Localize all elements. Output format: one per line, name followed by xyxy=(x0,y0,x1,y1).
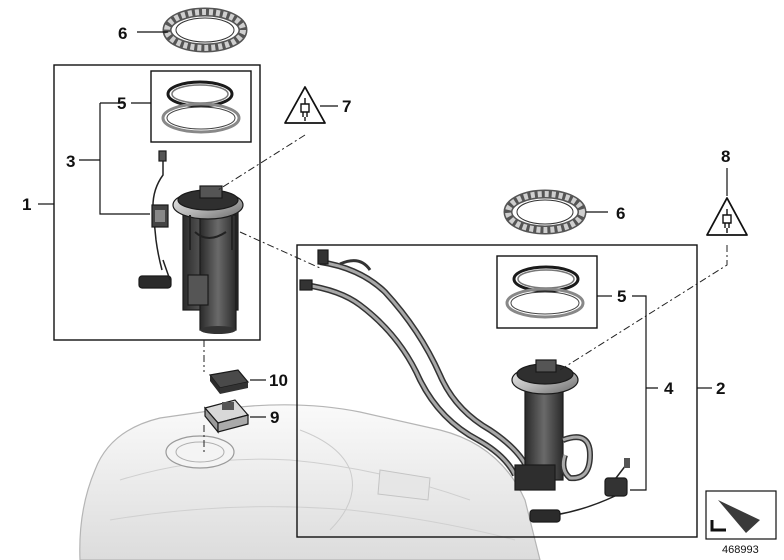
lock-ring-top xyxy=(162,7,248,53)
callout-9: 9 xyxy=(270,408,279,427)
callout-3: 3 xyxy=(66,152,75,171)
callout-6-top: 6 xyxy=(118,24,127,43)
fuel-pump-module-right xyxy=(511,359,630,523)
callout-4: 4 xyxy=(664,379,674,398)
seal-kit-frame-right xyxy=(496,255,598,329)
callout-8: 8 xyxy=(721,147,730,166)
callout-10: 10 xyxy=(269,371,288,390)
callout-1: 1 xyxy=(22,195,31,214)
callout-5-right: 5 xyxy=(617,287,626,306)
electrical-warning-icon-right xyxy=(706,197,748,236)
view-direction-icon xyxy=(705,490,777,540)
callout-2: 2 xyxy=(716,379,725,398)
seal-ring-set-right xyxy=(505,265,585,319)
leader-lines xyxy=(38,31,728,491)
cover-plate-part-10 xyxy=(208,369,250,394)
callout-6-right: 6 xyxy=(616,204,625,223)
callout-5-left: 5 xyxy=(117,94,126,113)
fuel-tank xyxy=(79,404,541,560)
lock-ring-right xyxy=(503,189,587,235)
seal-kit-frame-left xyxy=(150,70,252,143)
assembly-frame-2 xyxy=(296,244,698,538)
fuel-line-assembly xyxy=(299,249,531,477)
callout-7: 7 xyxy=(342,97,351,116)
seal-ring-set-left xyxy=(161,80,241,134)
assembly-frame-1 xyxy=(53,64,261,341)
electronic-module-part-9 xyxy=(203,399,250,434)
document-number: 468993 xyxy=(722,544,759,556)
electrical-warning-icon-left xyxy=(284,86,326,124)
fuel-pump-module-left xyxy=(138,150,244,334)
